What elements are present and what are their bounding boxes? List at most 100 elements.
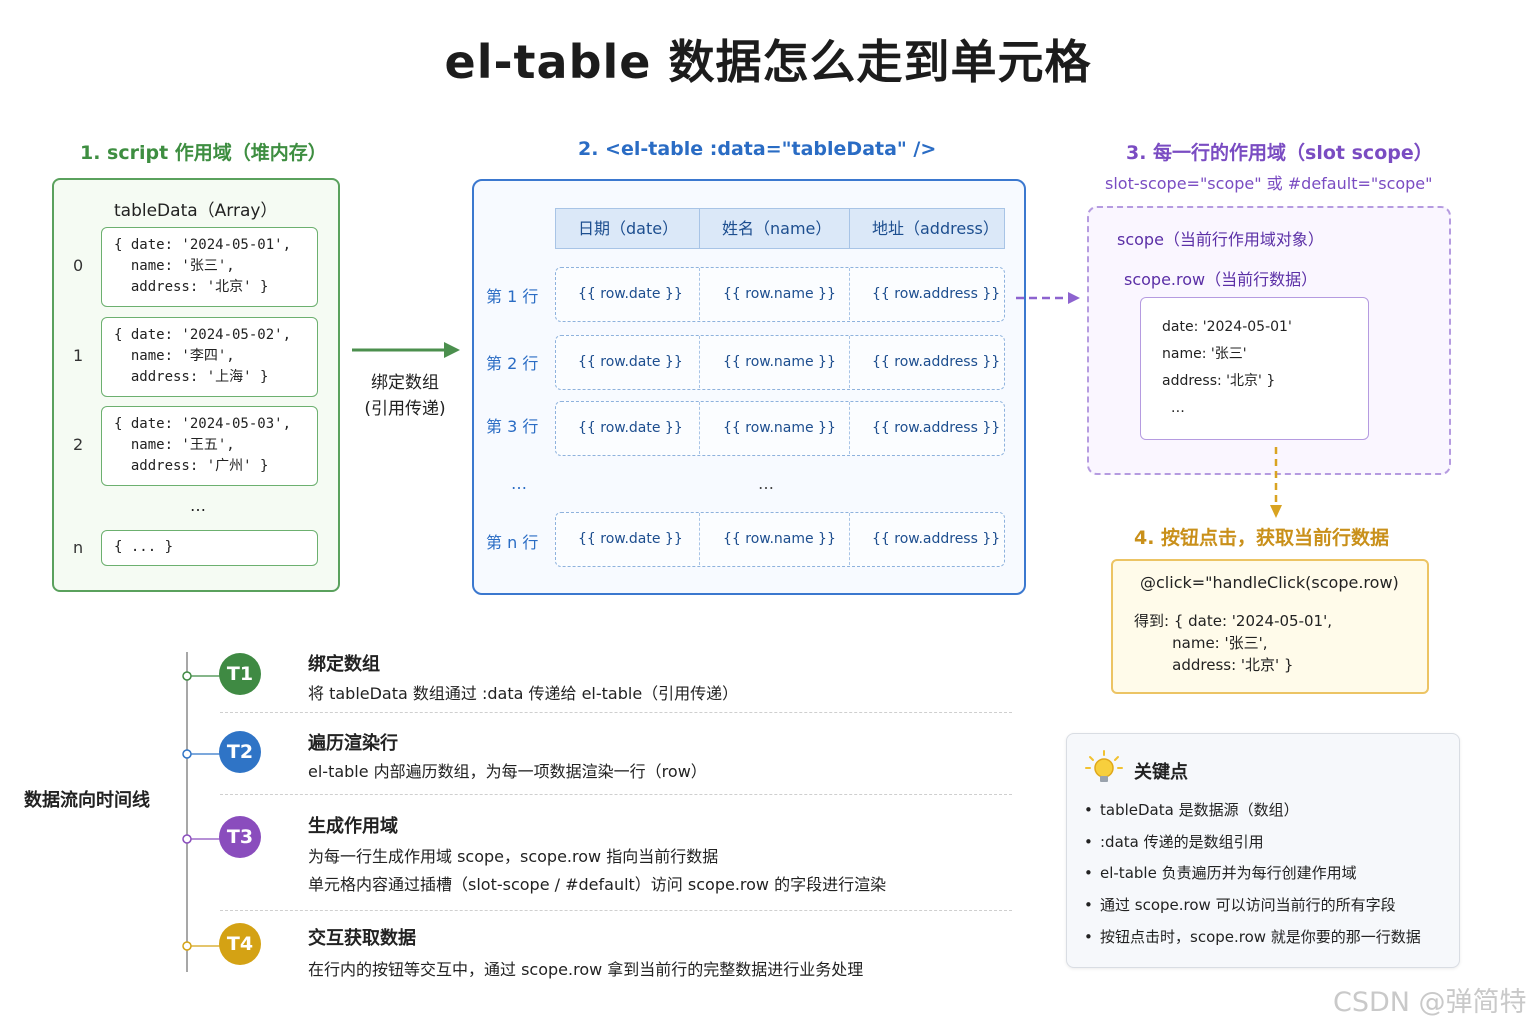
array-item-line: address: '上海' } — [114, 369, 269, 385]
table-row: {{ row.date }} {{ row.name }} {{ row.add… — [555, 267, 1005, 322]
array-item-line: { date: '2024-05-03', — [114, 416, 292, 432]
array-index: 0 — [73, 256, 84, 275]
step-title: 绑定数组 — [308, 654, 380, 675]
timeline-divider — [220, 712, 1012, 713]
section3-title: 3. 每一行的作用域（slot scope） — [1126, 142, 1433, 164]
table-row: {{ row.date }} {{ row.name }} {{ row.add… — [555, 335, 1005, 390]
array-item: { date: '2024-05-02', name: '李四', addres… — [101, 317, 318, 397]
timeline-label: 数据流向时间线 — [24, 790, 150, 811]
section4-title: 4. 按钮点击，获取当前行数据 — [1134, 527, 1390, 549]
timeline-divider — [220, 794, 1012, 795]
timeline-divider — [220, 910, 1012, 911]
array-item: { ... } — [101, 530, 318, 566]
array-item-line: address: '广州' } — [114, 458, 269, 474]
step-desc: 在行内的按钮等交互中，通过 scope.row 拿到当前行的完整数据进行业务处理 — [308, 960, 864, 979]
click-result: 得到: { date: '2024-05-01', name: '张三', ad… — [1134, 610, 1332, 676]
table-row: {{ row.date }} {{ row.name }} {{ row.add… — [555, 401, 1005, 456]
scope-row-line: name: '张三' — [1162, 346, 1247, 362]
cell-name: {{ row.name }} — [723, 420, 836, 436]
array-index: 2 — [73, 435, 84, 454]
row-ellipsis: … — [758, 474, 774, 493]
row-label: 第 3 行 — [486, 417, 539, 436]
key-point-text: 通过 scope.row 可以访问当前行的所有字段 — [1100, 896, 1396, 914]
page-title: el-table 数据怎么走到单元格 — [444, 35, 1092, 89]
key-point-item: • el-table 负责遍历并为每行创建作用域 — [1084, 862, 1357, 883]
key-point-text: el-table 负责遍历并为每行创建作用域 — [1100, 864, 1357, 882]
scope-row-label: scope.row（当前行数据） — [1124, 270, 1318, 289]
array-index: 1 — [73, 346, 84, 365]
step-desc: 为每一行生成作用域 scope，scope.row 指向当前行数据 — [308, 847, 719, 866]
key-point-text: tableData 是数据源（数组） — [1100, 801, 1299, 819]
cell-name: {{ row.name }} — [723, 531, 836, 547]
click-result-line: 得到: { date: '2024-05-01', — [1134, 612, 1332, 630]
cell-address: {{ row.address }} — [872, 354, 1001, 370]
array-item-line: { date: '2024-05-01', — [114, 237, 292, 253]
lightbulb-icon — [1085, 750, 1123, 782]
array-item-line: { date: '2024-05-02', — [114, 327, 292, 343]
array-ellipsis: … — [190, 496, 206, 515]
key-point-item: •通过 scope.row 可以访问当前行的所有字段 — [1084, 894, 1396, 915]
step-badge-t3: T3 — [219, 816, 261, 858]
step-desc: el-table 内部遍历数组，为每一项数据渲染一行（row） — [308, 762, 707, 781]
section3-subtitle: slot-scope="scope" 或 #default="scope" — [1105, 174, 1433, 193]
step-badge-t1: T1 — [219, 653, 261, 695]
row-label: 第 1 行 — [486, 287, 539, 306]
scope-row-line: date: '2024-05-01' — [1162, 319, 1292, 335]
cell-date: {{ row.date }} — [578, 354, 683, 370]
array-item: { date: '2024-05-01', name: '张三', addres… — [101, 227, 318, 307]
bullet-icon: • — [1084, 928, 1093, 946]
bind-arrow — [352, 342, 460, 358]
click-result-line: name: '张三', — [1134, 634, 1268, 652]
array-item-line: name: '王五', — [114, 437, 235, 453]
step-title: 生成作用域 — [308, 816, 398, 837]
click-handler-code: @click="handleClick(scope.row) — [1140, 573, 1399, 592]
array-item-line: address: '北京' } — [114, 279, 269, 295]
header-date: 日期（date） — [555, 208, 700, 249]
array-item-line: { ... } — [114, 539, 174, 555]
watermark: CSDN @弹简特 — [1333, 987, 1527, 1018]
step-title: 遍历渲染行 — [308, 733, 398, 754]
row-ellipsis: … — [511, 474, 527, 493]
bind-arrow-label-line: 绑定数组 — [371, 373, 439, 393]
step-desc: 单元格内容通过插槽（slot-scope / #default）访问 scope… — [308, 875, 887, 894]
key-point-item: •:data 传递的是数组引用 — [1084, 831, 1264, 852]
step-desc: 将 tableData 数组通过 :data 传递给 el-table（引用传递… — [308, 684, 739, 703]
key-point-text: :data 传递的是数组引用 — [1100, 833, 1264, 851]
click-arrow — [1270, 447, 1282, 518]
array-item: { date: '2024-05-03', name: '王五', addres… — [101, 406, 318, 486]
scope-row-line: address: '北京' } — [1162, 373, 1276, 389]
header-name: 姓名（name） — [699, 208, 850, 249]
cell-address: {{ row.address }} — [872, 286, 1001, 302]
scope-row-line: … — [1162, 400, 1185, 416]
bind-arrow-label-line: (引用传递) — [364, 399, 446, 419]
table-row: {{ row.date }} {{ row.name }} {{ row.add… — [555, 512, 1005, 567]
scope-label: scope（当前行作用域对象） — [1117, 230, 1324, 249]
cell-date: {{ row.date }} — [578, 420, 683, 436]
cell-date: {{ row.date }} — [578, 531, 683, 547]
table-data-title: tableData（Array） — [114, 201, 278, 221]
step-badge-t2: T2 — [219, 731, 261, 773]
step-badge-t4: T4 — [219, 923, 261, 965]
cell-address: {{ row.address }} — [872, 420, 1001, 436]
cell-date: {{ row.date }} — [578, 286, 683, 302]
key-point-item: • tableData 是数据源（数组） — [1084, 799, 1299, 820]
array-index: n — [73, 538, 84, 557]
cell-name: {{ row.name }} — [723, 354, 836, 370]
scope-row-box: date: '2024-05-01' name: '张三' address: '… — [1140, 297, 1369, 440]
key-point-item: • 按钮点击时，scope.row 就是你要的那一行数据 — [1084, 926, 1421, 947]
cell-name: {{ row.name }} — [723, 286, 836, 302]
bullet-icon: • — [1084, 864, 1093, 882]
row-label: 第 n 行 — [486, 533, 539, 552]
section1-title: 1. script 作用域（堆内存） — [80, 142, 327, 164]
click-result-line: address: '北京' } — [1134, 656, 1294, 674]
array-item-line: name: '张三', — [114, 258, 235, 274]
key-point-text: 按钮点击时，scope.row 就是你要的那一行数据 — [1100, 928, 1421, 946]
key-points-panel — [1066, 733, 1460, 968]
array-item-line: name: '李四', — [114, 348, 235, 364]
scope-arrow — [1016, 292, 1080, 304]
bullet-icon: • — [1084, 801, 1093, 819]
section2-title: 2. <el-table :data="tableData" /> — [578, 138, 937, 160]
step-title: 交互获取数据 — [308, 928, 416, 949]
key-points-title: 关键点 — [1134, 762, 1188, 783]
row-label: 第 2 行 — [486, 354, 539, 373]
